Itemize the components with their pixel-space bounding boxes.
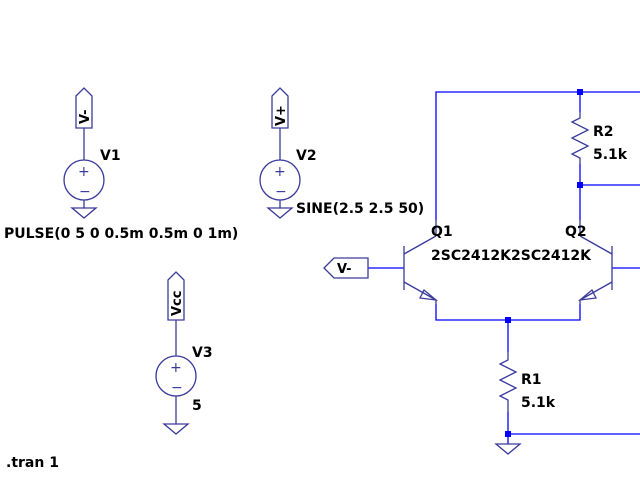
voltage-source-v1[interactable]: V- + − V1 PULSE(0 5 0 0.5m 0.5m 0 1m): [4, 87, 238, 242]
transistor-arrow-q2: [577, 288, 597, 301]
transistor-name-q1: Q1: [431, 224, 453, 240]
junction-dot: [577, 182, 583, 188]
transistor-q1[interactable]: Q1 2SC2412K: [403, 220, 512, 304]
transistor-q2[interactable]: Q2 2SC2412K: [511, 220, 613, 304]
ground-symbol-v1: [70, 207, 98, 219]
junction-dot: [577, 89, 583, 95]
transistor-collector-q1: [403, 235, 437, 255]
voltage-source-v2[interactable]: V+ + − V2 SINE(2.5 2.5 50): [259, 87, 424, 219]
spice-directive[interactable]: .tran 1: [6, 455, 59, 471]
net-label-v3: Vcc: [170, 291, 185, 316]
source-value-v1: PULSE(0 5 0 0.5m 0.5m 0 1m): [4, 226, 238, 242]
net-flag-v1: [75, 87, 93, 129]
net-flag-v2: [271, 87, 289, 129]
plus-sign-v1: +: [78, 164, 90, 180]
ground-symbol-v3: [162, 423, 190, 435]
plus-sign-v2: +: [274, 164, 286, 180]
net-label-v1: V-: [78, 109, 93, 124]
junction-dot: [505, 431, 511, 437]
transistor-emitter-q1: [403, 281, 437, 301]
junction-dots: [505, 89, 583, 437]
minus-sign-v3: −: [171, 380, 183, 396]
net-flag-q1-base[interactable]: V-: [323, 257, 369, 279]
resistor-zigzag-r1: [498, 352, 518, 412]
source-name-v3: V3: [192, 345, 213, 361]
wire-top-rail: [435, 91, 640, 220]
resistor-name-r2: R2: [593, 124, 614, 140]
transistor-model-q2: 2SC2412K: [511, 248, 592, 264]
source-name-v2: V2: [296, 148, 317, 164]
resistor-r1[interactable]: R1 5.1k: [498, 352, 556, 412]
transistor-emitter-q2: [579, 281, 613, 301]
net-flag-v3: [167, 271, 185, 321]
minus-sign-v1: −: [79, 184, 91, 200]
resistor-zigzag-r2: [570, 112, 590, 164]
minus-sign-v2: −: [275, 184, 287, 200]
ground-symbol-v2: [266, 207, 294, 219]
source-value-v3: 5: [192, 398, 202, 414]
ground-symbol-r1: [494, 443, 522, 455]
transistor-collector-q2: [579, 235, 613, 255]
net-label-v2: V+: [274, 105, 289, 126]
transistor-arrow-q1: [419, 288, 439, 301]
resistor-value-r2: 5.1k: [593, 147, 628, 163]
resistor-name-r1: R1: [521, 372, 542, 388]
voltage-source-v3[interactable]: Vcc + − V3 5: [155, 271, 213, 435]
circuit-wires: [368, 91, 640, 444]
source-name-v1: V1: [100, 148, 121, 164]
resistor-r2[interactable]: R2 5.1k: [570, 112, 628, 164]
plus-sign-v3: +: [170, 360, 182, 376]
transistor-name-q2: Q2: [565, 224, 587, 240]
source-value-v2: SINE(2.5 2.5 50): [296, 201, 424, 217]
net-label-q1-base: V-: [337, 262, 352, 277]
junction-dot: [505, 317, 511, 323]
resistor-value-r1: 5.1k: [521, 395, 556, 411]
transistor-model-q1: 2SC2412K: [431, 248, 512, 264]
net-flag-shape-q1-base: [323, 257, 369, 279]
